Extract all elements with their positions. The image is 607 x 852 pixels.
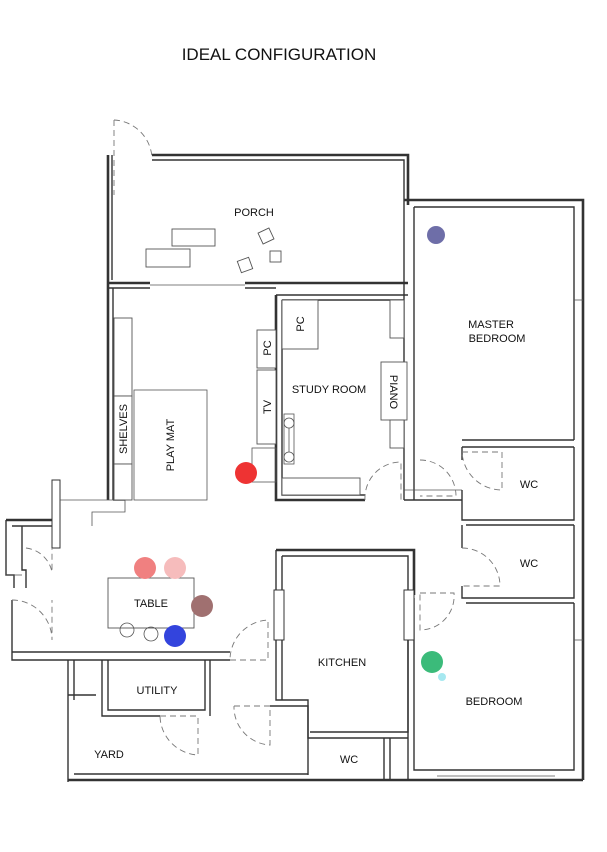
- label-play-mat: PLAY MAT: [165, 418, 177, 471]
- wc-upper: WC: [461, 447, 575, 526]
- label-pc-study: PC: [295, 316, 307, 331]
- marker-master-bedroom: [427, 226, 445, 244]
- marker-table-brown: [191, 595, 213, 617]
- room-label-master-bedroom-1: MASTER: [468, 319, 514, 331]
- utility-room: UTILITY: [67, 660, 271, 782]
- room-label-kitchen: KITCHEN: [318, 657, 366, 669]
- room-label-yard: YARD: [94, 749, 124, 761]
- porch-area: PORCH: [106, 119, 410, 280]
- room-label-wc-kitchen: WC: [340, 754, 358, 766]
- kitchen: KITCHEN: [229, 548, 416, 739]
- marker-table-pink-1: [134, 557, 156, 579]
- label-shelves: SHELVES: [118, 404, 130, 454]
- dining-area: TABLE: [5, 479, 230, 661]
- label-table: TABLE: [134, 598, 168, 610]
- study-room: PC STUDY ROOM PIANO: [274, 294, 408, 502]
- room-label-porch: PORCH: [234, 207, 274, 219]
- marker-table-pink-2: [164, 557, 186, 579]
- label-pc-living: PC: [262, 340, 274, 355]
- label-piano: PIANO: [387, 375, 399, 410]
- markers-group: [134, 226, 446, 681]
- yard: YARD: [68, 705, 404, 782]
- room-label-bedroom: BEDROOM: [466, 696, 523, 708]
- marker-play-area: [235, 462, 257, 484]
- label-tv: TV: [262, 399, 274, 414]
- marker-bedroom-green: [421, 651, 443, 673]
- marker-bedroom-cyan: [438, 673, 446, 681]
- room-label-master-bedroom-2: BEDROOM: [469, 333, 526, 345]
- wc-kitchen: WC: [307, 738, 404, 781]
- marker-table-blue: [164, 625, 186, 647]
- master-bedroom: MASTER BEDROOM: [403, 198, 585, 780]
- room-label-wc-middle: WC: [520, 558, 538, 570]
- room-label-wc-upper: WC: [520, 479, 538, 491]
- room-label-study-room: STUDY ROOM: [292, 384, 366, 396]
- wc-middle: WC: [461, 525, 575, 604]
- room-label-utility: UTILITY: [137, 685, 179, 697]
- page-title: IDEAL CONFIGURATION: [182, 45, 377, 64]
- bedroom: BEDROOM: [404, 592, 583, 782]
